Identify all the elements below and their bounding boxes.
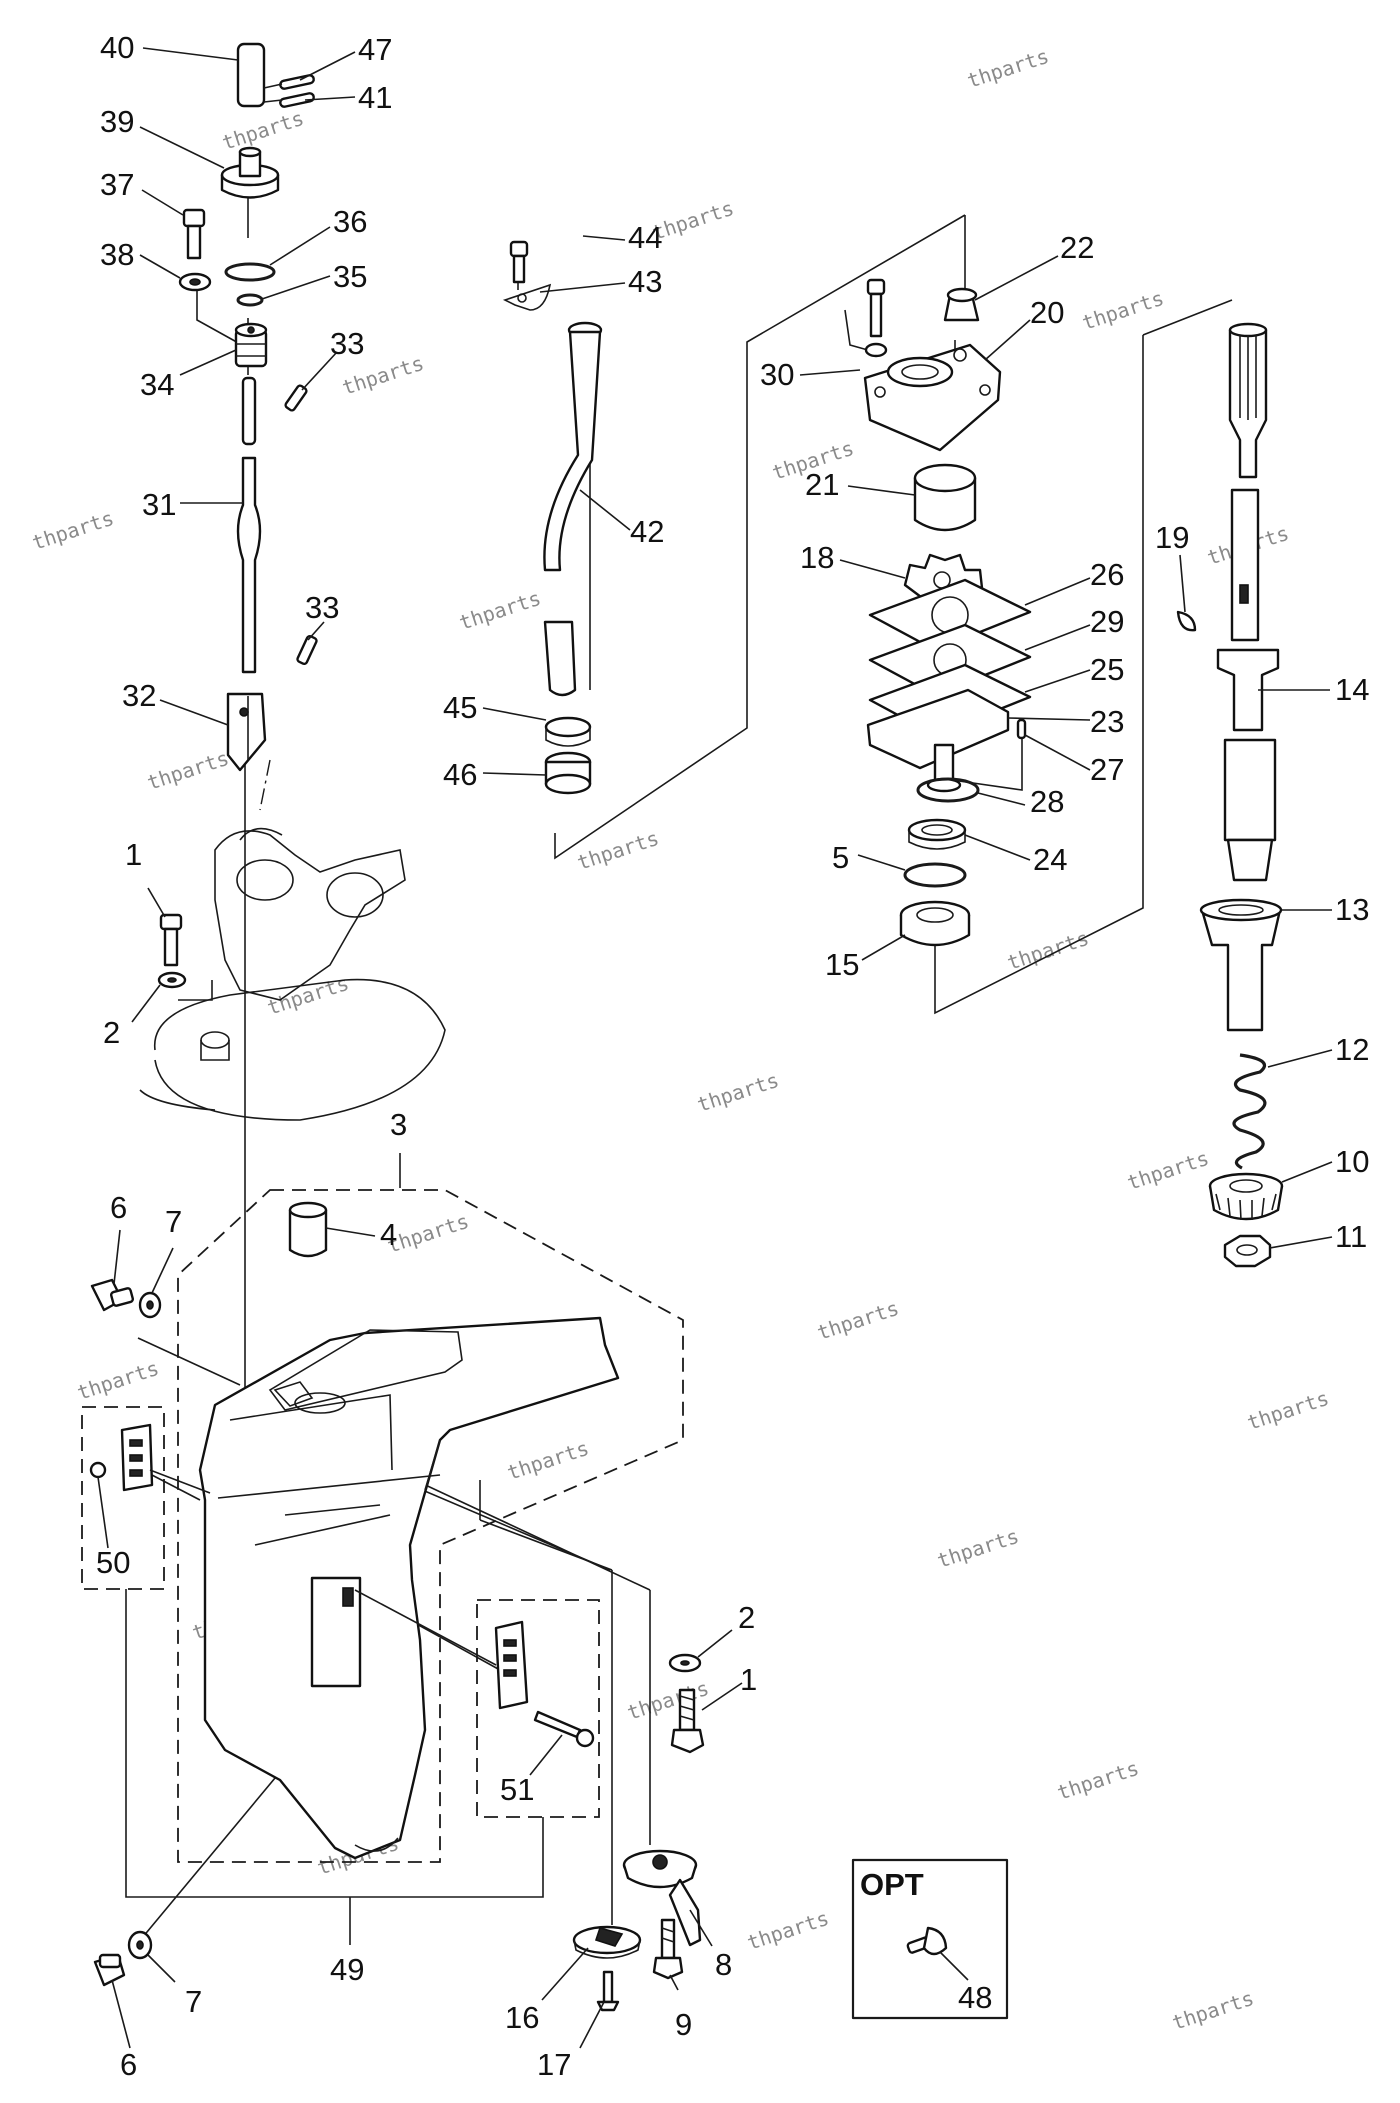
label-part-46: 46 xyxy=(443,757,477,792)
upper-casing-section xyxy=(139,759,446,1121)
label-part-18: 18 xyxy=(800,540,834,575)
water-tube-assembly xyxy=(502,240,603,795)
label-part-31: 31 xyxy=(142,487,176,522)
leader-lines xyxy=(97,47,1333,2049)
label-part-12: 12 xyxy=(1335,1032,1369,1067)
label-part-7-upper: 7 xyxy=(165,1204,182,1239)
label-part-2-upper: 2 xyxy=(103,1015,120,1050)
label-part-45: 45 xyxy=(443,690,477,725)
label-part-15: 15 xyxy=(825,947,859,982)
watermark: thparts xyxy=(934,1524,1022,1573)
label-part-30: 30 xyxy=(760,357,794,392)
label-part-14: 14 xyxy=(1335,672,1369,707)
watermark: thparts xyxy=(504,1436,592,1485)
watermark: thparts xyxy=(384,1209,472,1258)
label-part-36: 36 xyxy=(333,204,367,239)
label-part-9: 9 xyxy=(675,2007,692,2042)
label-part-33-lower: 33 xyxy=(305,590,339,625)
watermark: thparts xyxy=(144,746,232,795)
label-part-40: 40 xyxy=(100,30,134,65)
label-part-21: 21 xyxy=(805,467,839,502)
shift-rod-assembly xyxy=(178,42,318,772)
label-part-1-upper: 1 xyxy=(125,837,142,872)
label-part-37: 37 xyxy=(100,167,134,202)
label-part-10: 10 xyxy=(1335,1144,1369,1179)
watermark: thparts xyxy=(1244,1386,1332,1435)
label-part-28: 28 xyxy=(1030,784,1064,819)
label-part-26: 26 xyxy=(1090,557,1124,592)
group-outlines xyxy=(81,214,1233,1945)
label-part-35: 35 xyxy=(333,259,367,294)
opt-label: OPT xyxy=(860,1867,924,1902)
label-part-17: 17 xyxy=(537,2047,571,2082)
watermark: thparts xyxy=(814,1296,902,1345)
watermark: thparts xyxy=(456,586,544,635)
watermark: thparts xyxy=(74,1356,162,1405)
watermark: thparts xyxy=(694,1068,782,1117)
label-part-41: 41 xyxy=(358,80,392,115)
label-part-4: 4 xyxy=(380,1217,397,1252)
label-part-23: 23 xyxy=(1090,704,1124,739)
label-part-16: 16 xyxy=(505,2000,539,2035)
label-part-50: 50 xyxy=(96,1545,130,1580)
label-part-22: 22 xyxy=(1060,230,1094,265)
watermark: thparts xyxy=(624,1676,712,1725)
watermark: thparts xyxy=(264,971,352,1020)
label-part-42: 42 xyxy=(630,514,664,549)
label-part-44: 44 xyxy=(628,220,662,255)
label-part-51: 51 xyxy=(500,1772,534,1807)
label-part-32: 32 xyxy=(122,678,156,713)
watermark: thparts xyxy=(744,1906,832,1955)
label-part-20: 20 xyxy=(1030,295,1064,330)
watermark: thparts xyxy=(29,506,117,555)
label-part-11: 11 xyxy=(1335,1219,1367,1254)
watermark: thparts xyxy=(1054,1756,1142,1805)
label-part-39: 39 xyxy=(100,104,134,139)
label-part-7-lower: 7 xyxy=(185,1984,202,2019)
watermark: thparts xyxy=(219,106,307,155)
label-part-47: 47 xyxy=(358,32,392,67)
label-part-29: 29 xyxy=(1090,604,1124,639)
label-part-48: 48 xyxy=(958,1980,992,2015)
label-part-43: 43 xyxy=(628,264,662,299)
label-part-5: 5 xyxy=(832,840,849,875)
small-hardware xyxy=(89,913,705,2012)
option-box: OPT xyxy=(851,1858,1009,2020)
watermark: thparts xyxy=(1079,286,1167,335)
watermark: thparts xyxy=(574,826,662,875)
label-part-25: 25 xyxy=(1090,652,1124,687)
label-part-49: 49 xyxy=(330,1952,364,1987)
drive-shaft-assembly xyxy=(1176,322,1284,1268)
label-part-24: 24 xyxy=(1033,842,1067,877)
label-part-8: 8 xyxy=(715,1947,732,1982)
label-part-38: 38 xyxy=(100,237,134,272)
watermark: thparts xyxy=(1004,926,1092,975)
label-part-3: 3 xyxy=(390,1107,407,1142)
lower-casing xyxy=(198,1316,620,1860)
label-part-1-lower: 1 xyxy=(740,1662,757,1697)
label-part-6-upper: 6 xyxy=(110,1190,127,1225)
watermark: thparts xyxy=(1124,1146,1212,1195)
part-labels: 40 47 41 39 37 36 38 35 33 34 31 33 32 1… xyxy=(96,30,1369,2082)
label-part-2-lower: 2 xyxy=(738,1600,755,1635)
water-pump-assembly xyxy=(863,278,1032,947)
label-part-34: 34 xyxy=(140,367,174,402)
watermark: thparts xyxy=(964,44,1052,93)
label-part-6-lower: 6 xyxy=(120,2047,137,2082)
label-part-19: 19 xyxy=(1155,520,1189,555)
label-part-13: 13 xyxy=(1335,892,1369,927)
watermark: thparts xyxy=(1169,1986,1257,2035)
label-part-33-upper: 33 xyxy=(330,326,364,361)
label-part-27: 27 xyxy=(1090,752,1124,787)
